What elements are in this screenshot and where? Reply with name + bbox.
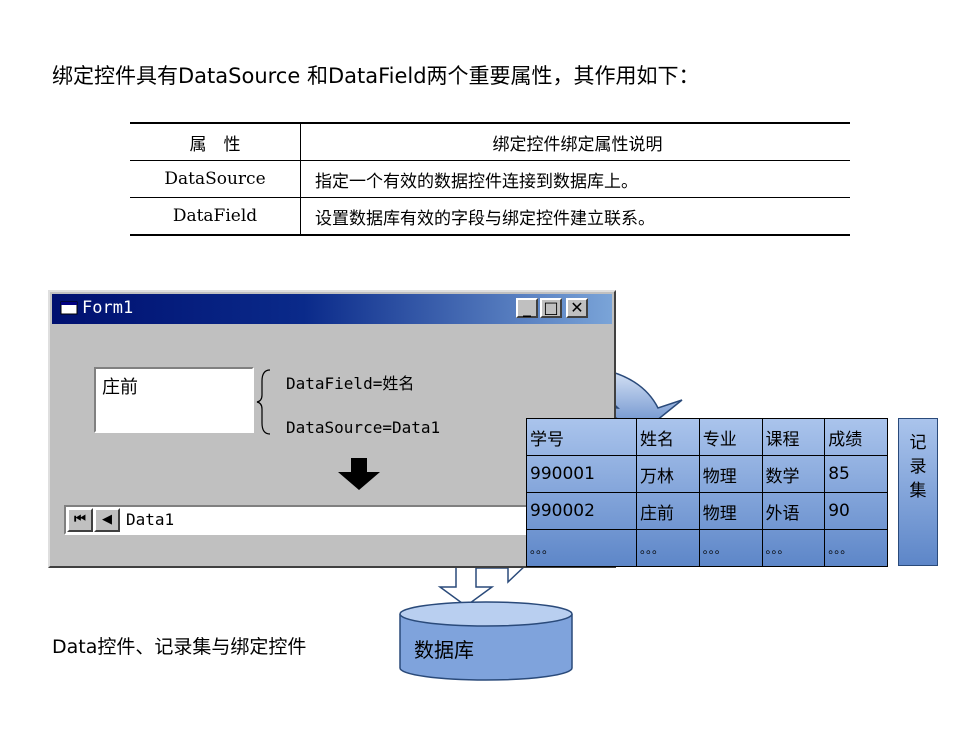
table-cell: 85 <box>824 455 888 493</box>
close-button[interactable]: ✕ <box>566 298 588 318</box>
table-cell: 90 <box>824 492 888 530</box>
header-property: 属 性 <box>130 122 301 161</box>
maximize-button[interactable]: □ <box>540 298 562 318</box>
table-header-row: 属 性 绑定控件绑定属性说明 <box>130 122 850 161</box>
table-row: 。。。 。。。 。。。 。。。 。。。 <box>525 529 888 567</box>
table-cell: 990002 <box>525 492 638 530</box>
table-row: 990002 庄前 物理 外语 90 <box>525 492 888 530</box>
datasource-label: DataSource=Data1 <box>286 418 441 437</box>
data-control[interactable]: ⏮ ◀ Data1 <box>64 505 584 535</box>
window-title: Form1 <box>82 298 134 318</box>
table-cell: 物理 <box>698 492 763 530</box>
name-textbox[interactable]: 庄前 <box>94 367 254 433</box>
table-row: DataField 设置数据库有效的字段与绑定控件建立联系。 <box>130 197 850 236</box>
properties-table: 属 性 绑定控件绑定属性说明 DataSource 指定一个有效的数据控件连接到… <box>130 122 850 236</box>
database-cylinder <box>399 601 573 681</box>
database-label: 数据库 <box>414 638 474 662</box>
recordset-label: 记 录 集 <box>898 418 938 566</box>
recordset-header: 专业 <box>698 418 763 456</box>
diagram-caption: Data控件、记录集与绑定控件 <box>52 636 307 658</box>
table-cell: 外语 <box>761 492 826 530</box>
form-window[interactable]: Form1 _ □ ✕ 庄前 DataField=姓名 DataSource=D… <box>48 290 616 568</box>
recordset-header: 成绩 <box>824 418 888 456</box>
move-previous-button[interactable]: ◀ <box>94 508 120 532</box>
header-description: 绑定控件绑定属性说明 <box>300 122 850 161</box>
table-cell: 数学 <box>761 455 826 493</box>
form-icon <box>60 301 78 315</box>
recordset-label-char: 录 <box>909 457 927 477</box>
table-row: DataSource 指定一个有效的数据控件连接到数据库上。 <box>130 160 850 198</box>
recordset-table: 学号 姓名 专业 课程 成绩 990001 万林 物理 数学 85 990002… <box>525 418 888 567</box>
table-row: 学号 姓名 专业 课程 成绩 <box>525 418 888 456</box>
table-cell: 庄前 <box>636 492 700 530</box>
datafield-label: DataField=姓名 <box>286 374 415 393</box>
table-cell: 物理 <box>698 455 763 493</box>
property-description: 设置数据库有效的字段与绑定控件建立联系。 <box>300 197 850 236</box>
recordset-header: 课程 <box>761 418 826 456</box>
recordset-label-char: 集 <box>909 481 927 501</box>
recordset-label-char: 记 <box>909 433 927 453</box>
table-cell: 990001 <box>525 455 638 493</box>
table-cell: 。。。 <box>824 529 888 567</box>
table-cell: 。。。 <box>636 529 700 567</box>
table-cell: 。。。 <box>698 529 763 567</box>
move-first-button[interactable]: ⏮ <box>67 508 93 532</box>
minimize-button[interactable]: _ <box>516 298 538 318</box>
table-cell: 万林 <box>636 455 700 493</box>
recordset-header: 学号 <box>525 418 638 456</box>
intro-text: 绑定控件具有DataSource 和DataField两个重要属性，其作用如下： <box>52 64 700 88</box>
table-cell: 。。。 <box>525 529 638 567</box>
data-control-caption: Data1 <box>126 510 175 529</box>
property-name: DataSource <box>130 160 301 198</box>
recordset-header: 姓名 <box>636 418 700 456</box>
property-description: 指定一个有效的数据控件连接到数据库上。 <box>300 160 850 198</box>
table-cell: 。。。 <box>761 529 826 567</box>
property-name: DataField <box>130 197 301 236</box>
brace-icon <box>256 369 271 435</box>
down-arrow-icon <box>338 458 380 490</box>
table-row: 990001 万林 物理 数学 85 <box>525 455 888 493</box>
title-bar[interactable]: Form1 _ □ ✕ <box>52 294 612 324</box>
